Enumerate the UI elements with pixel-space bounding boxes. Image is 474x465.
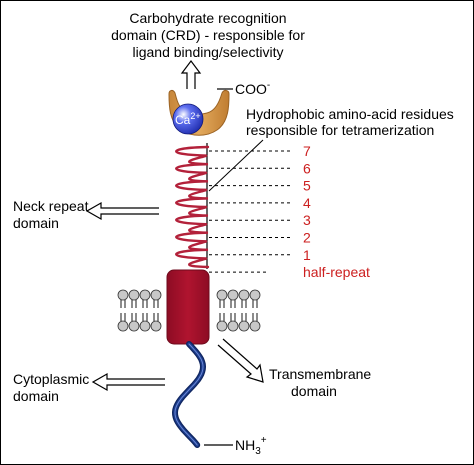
- repeat-number-1: 1: [303, 247, 311, 263]
- nh3-label: NH3+: [235, 435, 267, 457]
- neck-arrow-icon: [85, 201, 159, 221]
- cytoplasmic-arrow-icon: [91, 372, 165, 392]
- repeat-number-3: 3: [303, 212, 311, 228]
- neck-label-line2: domain: [13, 215, 59, 231]
- cytoplasmic-label-line2: domain: [13, 388, 59, 404]
- transmembrane-block: [166, 269, 210, 345]
- calcium-label: Ca2+: [175, 111, 201, 127]
- cytoplasmic-label-line1: Cytoplasmic: [13, 371, 89, 387]
- coo-label: COO-: [235, 80, 270, 97]
- half-repeat-label: half-repeat: [303, 264, 370, 280]
- transmembrane-arrow-icon: [217, 338, 264, 383]
- calcium-ion-sphere: [172, 103, 204, 135]
- hydrophobic-label-line1: Hydrophobic amino-acid residues: [246, 106, 454, 122]
- crd-label-line3: ligand binding/selectivity: [133, 44, 284, 60]
- transmembrane-label-line2: domain: [291, 383, 337, 399]
- up-arrow-icon: [180, 60, 202, 89]
- transmembrane-label-line1: Transmembrane: [269, 366, 371, 382]
- repeat-number-6: 6: [303, 160, 311, 176]
- neck-helix-coil: [175, 145, 210, 269]
- hydrophobic-pointer-line: [208, 139, 264, 192]
- repeat-number-4: 4: [303, 195, 311, 211]
- cytoplasmic-tail-coil: [171, 341, 207, 448]
- repeat-dashed-lines: [209, 150, 293, 273]
- lipid-bilayer: [117, 289, 261, 332]
- repeat-number-5: 5: [303, 178, 311, 194]
- repeat-numbers: 76 543 21: [303, 143, 311, 263]
- hydrophobic-label-line2: responsible for tetramerization: [246, 122, 434, 138]
- crd-label-line2: domain (CRD) - responsible for: [111, 27, 305, 43]
- crd-label-line1: Carbohydrate recognition: [129, 10, 286, 26]
- neck-label-line1: Neck repeat: [13, 198, 89, 214]
- repeat-number-7: 7: [303, 143, 311, 159]
- repeat-number-2: 2: [303, 230, 311, 246]
